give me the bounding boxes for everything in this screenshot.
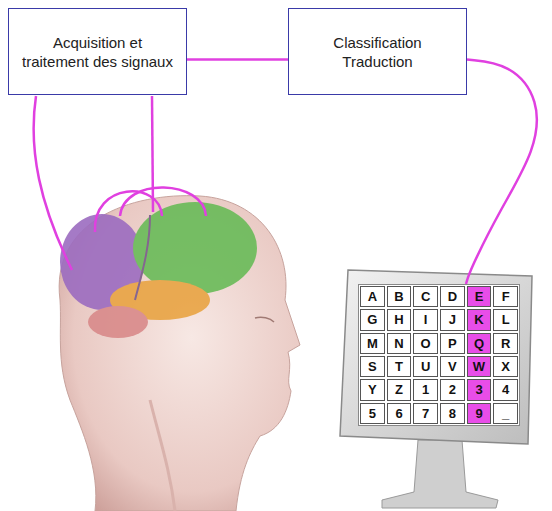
letter-cell: 7	[413, 403, 438, 424]
letter-cell: P	[440, 333, 465, 354]
signal-wire	[187, 58, 288, 61]
monitor-stand	[382, 440, 498, 508]
letter-cell: R	[493, 333, 518, 354]
brain	[60, 202, 257, 338]
letter-cell: O	[413, 333, 438, 354]
process-box: Acquisition et traitement des signaux	[8, 8, 187, 95]
letter-cell: J	[440, 309, 465, 330]
letter-cell: Q	[467, 333, 492, 354]
letter-cell: Y	[360, 379, 385, 400]
letter-cell: 5	[360, 403, 385, 424]
letter-cell: C	[413, 286, 438, 307]
letter-cell: 9	[467, 403, 492, 424]
letter-cell: _	[493, 403, 518, 424]
letter-cell: 6	[387, 403, 412, 424]
letter-cell: 3	[467, 379, 492, 400]
process-box: Classification Traduction	[288, 8, 467, 95]
letter-cell: D	[440, 286, 465, 307]
box-label: Acquisition et traitement des signaux	[19, 33, 176, 71]
letter-cell: 2	[440, 379, 465, 400]
letter-cell: V	[440, 356, 465, 377]
letter-cell: Z	[387, 379, 412, 400]
signal-wire	[466, 60, 537, 285]
box-label: Classification Traduction	[299, 33, 456, 71]
letter-cell: 4	[493, 379, 518, 400]
letter-cell: M	[360, 333, 385, 354]
letter-cell: H	[387, 309, 412, 330]
neck-detail	[150, 400, 175, 511]
letter-cell: 1	[413, 379, 438, 400]
face-detail	[255, 317, 274, 322]
letter-cell: K	[467, 309, 492, 330]
letter-cell: X	[493, 356, 518, 377]
speller-screen: ABCDEF GHIJKL MNOPQR STUVWX YZ1234 56789_	[358, 284, 520, 426]
electrode-wires	[34, 96, 206, 270]
letter-cell: E	[467, 286, 492, 307]
monitor-bezel	[340, 270, 532, 444]
letter-cell: I	[413, 309, 438, 330]
letter-cell: L	[493, 309, 518, 330]
head-profile	[59, 196, 300, 511]
letter-cell: N	[387, 333, 412, 354]
letter-cell: W	[467, 356, 492, 377]
letter-cell: U	[413, 356, 438, 377]
letter-cell: 8	[440, 403, 465, 424]
letter-cell: B	[387, 286, 412, 307]
letter-cell: G	[360, 309, 385, 330]
letter-cell: A	[360, 286, 385, 307]
letter-cell: T	[387, 356, 412, 377]
letter-cell: S	[360, 356, 385, 377]
letter-cell: F	[493, 286, 518, 307]
